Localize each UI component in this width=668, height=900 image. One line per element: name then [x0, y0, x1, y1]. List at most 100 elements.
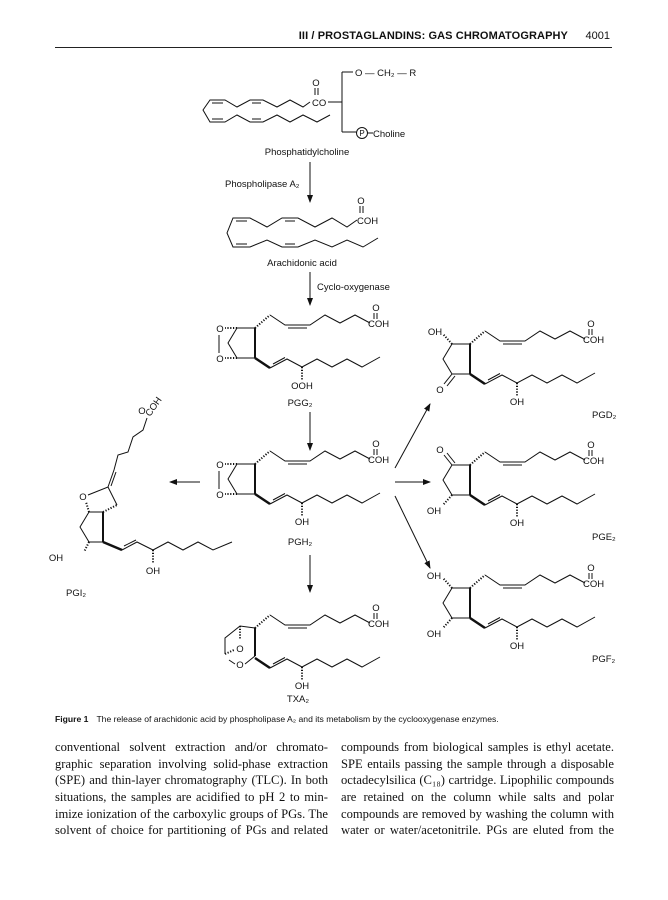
- ring: [224, 625, 256, 654]
- body-line: conventional solvent extraction and/or c…: [55, 740, 328, 754]
- lower-chain: [484, 616, 596, 629]
- label-coh: COH: [368, 455, 389, 466]
- page-number: 4001: [585, 30, 610, 42]
- hashed-bond: [442, 494, 453, 506]
- pge2-structure: COH O OH O OH: [427, 440, 604, 529]
- label-lower-substituent: OOH: [291, 381, 313, 392]
- page-header: III / PROSTAGLANDINS: GAS CHROMATOGRAPHY…: [55, 28, 612, 48]
- trans-double-bond: [272, 357, 286, 365]
- label-coh: COH: [583, 456, 604, 467]
- wedge-bond: [254, 656, 271, 670]
- ring: [442, 587, 470, 619]
- upper-chain: [269, 450, 371, 462]
- hashed-bond: [102, 504, 118, 513]
- label-ring-o: O: [79, 492, 86, 503]
- label-carbonyl-o: O: [587, 319, 594, 330]
- body-line: compounds from biological samples is eth…: [341, 740, 614, 754]
- keto-bond: [443, 454, 453, 466]
- label-lower-substituent: OH: [295, 681, 309, 692]
- trans-double-bond: [487, 373, 501, 381]
- label-carbonyl-o: O: [372, 303, 379, 314]
- hashed-bond: [442, 577, 453, 589]
- hashed-bond: [469, 451, 486, 466]
- label-pgd2: PGD₂: [592, 410, 617, 421]
- body-column-left: conventional solvent extraction and/or c…: [55, 739, 328, 839]
- label-och2r: O — CH₂ — R: [355, 68, 416, 79]
- body-line: imize ionization of the carboxylic group…: [55, 806, 328, 821]
- body-line: water or water/acetonitrile. PGs are elu…: [341, 823, 614, 838]
- hashed-bond: [254, 450, 271, 465]
- label-phosphate: P: [359, 129, 364, 138]
- keto-bond: [446, 375, 456, 387]
- lower-chain: [121, 541, 233, 551]
- ring: [227, 327, 255, 359]
- furan-ring: [87, 486, 118, 506]
- label-pgi2: PGI₂: [66, 588, 86, 599]
- lower-chain: [484, 372, 596, 385]
- label-ring-o: O: [236, 660, 243, 671]
- label-phosphatidylcholine: Phosphatidylcholine: [265, 147, 350, 158]
- reaction-arrows: [169, 162, 431, 593]
- body-line: octadecylsilica (C₁₈) cartridge. Lipophi…: [341, 773, 614, 788]
- lower-chain: [269, 492, 381, 505]
- label-carbonyl-o: O: [587, 440, 594, 451]
- label-oh: OH: [49, 553, 63, 564]
- label-txa2: TXA₂: [287, 694, 309, 705]
- label-keto-o: O: [436, 445, 443, 456]
- body-line: are retained on the column while salts a…: [341, 790, 614, 805]
- trans-double-bond: [487, 617, 501, 625]
- label-oh: OH: [428, 327, 442, 338]
- chain: [226, 217, 379, 248]
- label-coh: COH: [368, 319, 389, 330]
- ring: [228, 659, 236, 665]
- label-lower-substituent: OH: [510, 518, 524, 529]
- label-peroxide-o: O: [216, 324, 223, 335]
- figure-1-reaction-scheme: COHOOOHOOCOHOOHOOCOHOOHOOCOHOOHOHOCOHOOH…: [49, 68, 617, 705]
- label-aa-o: O: [357, 196, 364, 207]
- label-oh: OH: [146, 566, 160, 577]
- caption-text: The release of arachidonic acid by phosp…: [96, 714, 499, 724]
- arrow-pgh2-to-pgf2: [394, 495, 431, 569]
- hashed-bond: [442, 617, 453, 629]
- wedge-bond: [469, 372, 486, 386]
- label-choline: Choline: [373, 129, 405, 140]
- label-coh: COH: [368, 619, 389, 630]
- keto-bond: [443, 373, 453, 385]
- label-carbonyl-o: O: [138, 406, 145, 417]
- wedge-bond: [254, 356, 271, 370]
- label-bridge-o: O: [236, 644, 243, 655]
- hashed-bond: [469, 574, 486, 589]
- keto-bond: [446, 452, 456, 464]
- label-phospholipase-a2: Phospholipase A₂: [225, 179, 300, 190]
- upper-chain: [269, 314, 371, 326]
- wedge-bond: [102, 540, 123, 552]
- label-carbonyl-o: O: [372, 439, 379, 450]
- arrow-pgh2-to-pgd2: [394, 403, 431, 469]
- label-cyclooxygenase: Cyclo-oxygenase: [317, 282, 390, 293]
- lower-chain: [484, 493, 596, 506]
- body-line: SPE entails passing the sample through a…: [341, 756, 614, 771]
- wedge-bond: [469, 493, 486, 507]
- label-oh: OH: [427, 506, 441, 517]
- ring: [79, 511, 103, 543]
- label-arachidonic-acid: Arachidonic acid: [267, 258, 337, 269]
- label-ester-co: CO: [312, 98, 326, 109]
- label-coh: COH: [583, 579, 604, 590]
- trans-double-bond: [487, 494, 501, 502]
- hashed-bond: [254, 614, 271, 629]
- upper-chain: [107, 417, 148, 488]
- label-coh: COH: [143, 395, 164, 419]
- body-line: situations, the samples are acidified to…: [55, 790, 328, 805]
- label-aa-coh: COH: [357, 216, 378, 227]
- trans-double-bond: [123, 539, 137, 547]
- running-title: III / PROSTAGLANDINS: GAS CHROMATOGRAPHY: [298, 30, 568, 42]
- wedge-bond: [254, 492, 271, 506]
- label-carbonyl-o: O: [587, 563, 594, 574]
- exocyclic-double-bond: [110, 471, 117, 487]
- hashed-bond: [83, 541, 90, 553]
